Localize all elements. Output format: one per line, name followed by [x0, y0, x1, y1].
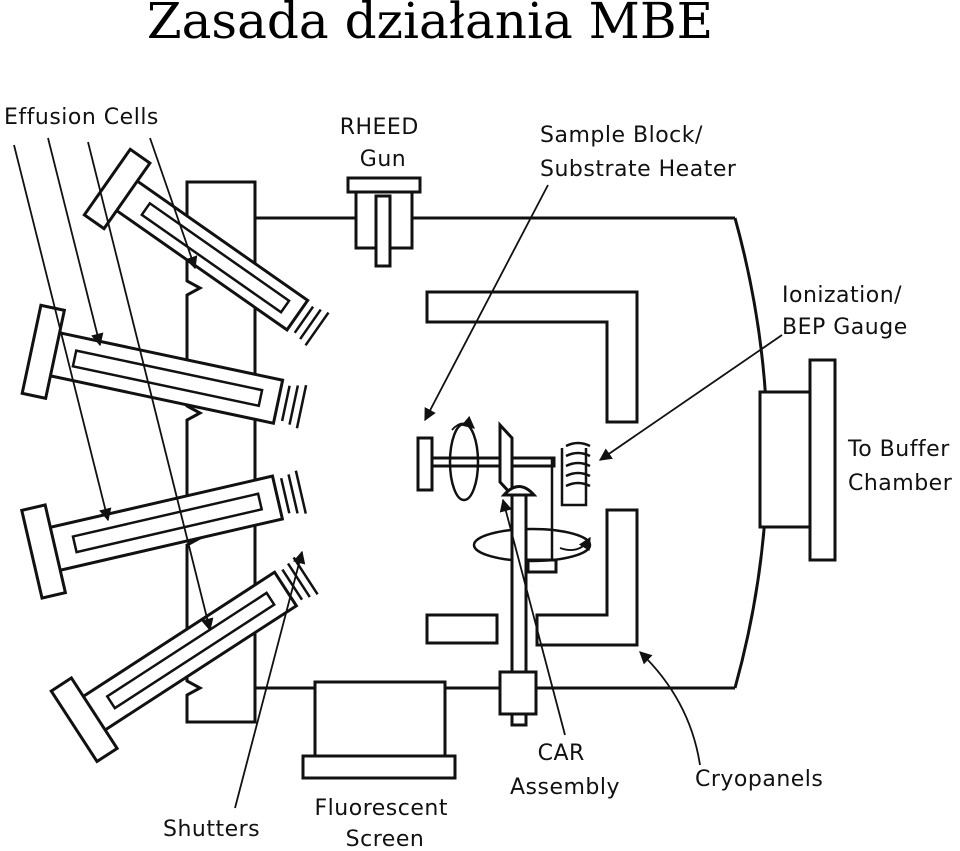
buffer-port	[758, 358, 837, 562]
effusion-cell-2	[20, 303, 308, 429]
label-shutters: Shutters	[163, 817, 260, 842]
page-title: Zasada działania MBE	[147, 0, 713, 50]
label-cryopanels: Cryopanels	[695, 767, 823, 792]
ion-gauge	[560, 441, 591, 507]
rheed-gun	[346, 176, 422, 268]
effusion-cell-3	[19, 470, 307, 600]
label-sample-block: Sample Block/ Substrate Heater	[540, 123, 737, 182]
sample-manipulator	[416, 421, 592, 727]
label-fluorescent-screen: Fluorescent Screen	[315, 796, 456, 851]
rotation-arrow-lower	[559, 536, 591, 551]
label-ionization-gauge: Ionization/ BEP Gauge	[782, 283, 910, 340]
label-effusion-cells: Effusion Cells	[4, 105, 159, 130]
rotation-arrow-upper	[451, 415, 475, 431]
label-buffer-chamber: To Buffer Chamber	[847, 437, 957, 496]
effusion-cell-1	[82, 147, 330, 347]
cryopanels	[425, 290, 639, 647]
label-car-assembly: CAR Assembly	[510, 741, 620, 800]
effusion-cell-4	[49, 556, 319, 764]
fluorescent-screen	[301, 680, 457, 780]
label-rheed-gun: RHEED Gun	[340, 115, 427, 172]
pointer-lines	[13, 137, 783, 809]
